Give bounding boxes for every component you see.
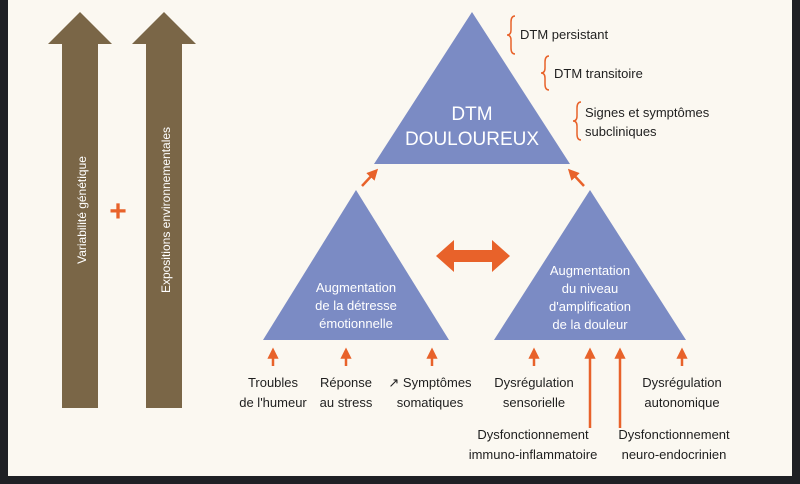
pain-amplification-line4: de la douleur <box>552 317 628 332</box>
input-immune: Dysfonctionnement immuno-inflammatoire <box>469 427 598 462</box>
pain-amplification-line1: Augmentation <box>550 263 630 278</box>
input-autonomic-line1: Dysrégulation <box>642 375 722 390</box>
brace-subclinical <box>572 101 582 141</box>
input-somatic: ↗ Symptômes somatiques <box>388 375 472 410</box>
emotional-distress-triangle: Augmentation de la détresse émotionnelle <box>263 190 449 340</box>
input-sensory-line2: sensorielle <box>503 395 565 410</box>
brace-persistent <box>506 15 516 55</box>
arrow-right-to-top <box>567 168 585 187</box>
arrow-left-to-top <box>361 168 379 187</box>
painful-tmd-line1: DTM <box>451 104 492 125</box>
input-autonomic-line2: autonomique <box>644 395 719 410</box>
input-sensory-line1: Dysrégulation <box>494 375 574 390</box>
input-stress: Réponse au stress <box>320 375 373 410</box>
input-neuro-line2: neuro-endocrinien <box>622 447 727 462</box>
input-sensory: Dysrégulation sensorielle <box>494 375 574 410</box>
brace-transient <box>540 55 550 91</box>
input-immune-line2: immuno-inflammatoire <box>469 447 598 462</box>
input-mood-line2: de l'humeur <box>239 395 307 410</box>
plus-sign: + <box>109 195 127 228</box>
painful-tmd-line2: DOULOUREUX <box>405 129 539 150</box>
input-stress-line1: Réponse <box>320 375 372 390</box>
emotional-distress-line1: Augmentation <box>316 280 396 295</box>
level-transient-label: DTM transitoire <box>554 66 643 81</box>
level-persistent-label: DTM persistant <box>520 27 609 42</box>
input-somatic-line1: ↗ Symptômes <box>388 375 472 390</box>
input-neuro: Dysfonctionnement neuro-endocrinien <box>618 427 730 462</box>
emotional-distress-line2: de la détresse <box>315 298 397 313</box>
genetic-variability-label: Variabilité génétique <box>75 156 89 264</box>
diagram-panel: Variabilité génétique + Expositions envi… <box>8 0 792 476</box>
level-subclinical: Signes et symptômes subcliniques <box>572 101 710 141</box>
tmd-pain-model-diagram: Variabilité génétique + Expositions envi… <box>48 12 730 462</box>
level-subclinical-line2: subcliniques <box>585 124 657 139</box>
input-immune-line1: Dysfonctionnement <box>477 427 589 442</box>
input-stress-line2: au stress <box>320 395 373 410</box>
input-mood-line1: Troubles <box>248 375 299 390</box>
level-transient: DTM transitoire <box>540 55 643 91</box>
pain-amplification-triangle: Augmentation du niveau d'amplification d… <box>494 190 686 340</box>
emotional-distress-line3: émotionnelle <box>319 316 393 331</box>
input-mood: Troubles de l'humeur <box>239 375 307 410</box>
environmental-exposures-arrow: Expositions environnementales <box>132 12 196 408</box>
environmental-exposures-label: Expositions environnementales <box>159 127 173 293</box>
pain-amplification-line2: du niveau <box>562 281 618 296</box>
input-somatic-line2: somatiques <box>397 395 464 410</box>
level-persistent: DTM persistant <box>506 15 609 55</box>
pain-amplification-line3: d'amplification <box>549 299 631 314</box>
genetic-variability-arrow: Variabilité génétique <box>48 12 112 408</box>
input-neuro-line1: Dysfonctionnement <box>618 427 730 442</box>
level-subclinical-line1: Signes et symptômes <box>585 105 710 120</box>
painful-tmd-triangle: DTM DOULOUREUX <box>374 12 570 164</box>
bidirectional-arrow <box>436 240 510 272</box>
input-autonomic: Dysrégulation autonomique <box>642 375 722 410</box>
